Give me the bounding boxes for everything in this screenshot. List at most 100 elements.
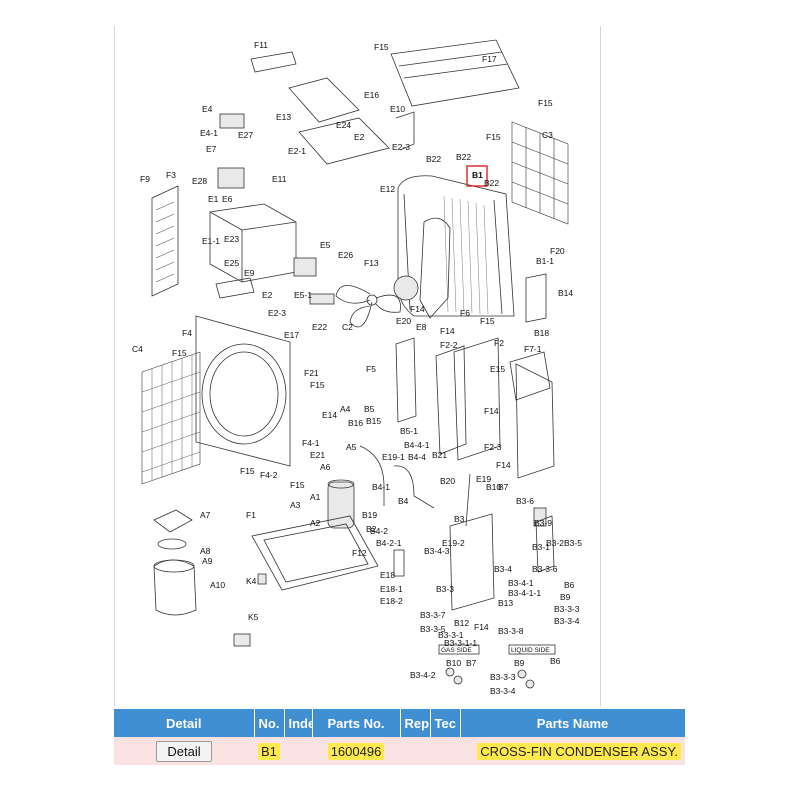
part-callout-e14: E14 bbox=[322, 410, 337, 420]
part-callout-b4-1: B4-1 bbox=[372, 482, 390, 492]
part-callout-b12: B12 bbox=[454, 618, 469, 628]
part-gas-side-valve bbox=[445, 667, 463, 685]
part-f7-1 bbox=[509, 351, 551, 401]
part-callout-b7: B7 bbox=[498, 482, 509, 492]
part-callout-b10: B10 bbox=[446, 658, 461, 668]
part-callout-f17: F17 bbox=[482, 54, 497, 64]
col-header-parts-no: Parts No. bbox=[312, 709, 401, 737]
part-callout-b3-1: B3-1 bbox=[532, 542, 550, 552]
part-f2 bbox=[453, 337, 501, 461]
part-f17 bbox=[390, 39, 520, 107]
part-callout-f5: F5 bbox=[366, 364, 376, 374]
part-callout-e10: E10 bbox=[390, 104, 405, 114]
part-callout-b3-3: B3-3 bbox=[436, 584, 454, 594]
part-callout-b3-6: B3-6 bbox=[516, 496, 534, 506]
part-callout-f21: F21 bbox=[304, 368, 319, 378]
part-callout-f2-2: F2-2 bbox=[440, 340, 458, 350]
part-callout-e13: E13 bbox=[276, 112, 291, 122]
part-callout-b14: B14 bbox=[558, 288, 573, 298]
part-callout-b3-3-7: B3-3-7 bbox=[420, 610, 446, 620]
part-callout-b3-4-2: B3-4-2 bbox=[410, 670, 436, 680]
part-e27 bbox=[217, 167, 245, 189]
part-callout-b15: B15 bbox=[366, 416, 381, 426]
part-callout-f7-1: F7-1 bbox=[524, 344, 542, 354]
part-a8 bbox=[157, 538, 187, 550]
part-callout-e12: E12 bbox=[380, 184, 395, 194]
part-callout-f4-2: F4-2 bbox=[260, 470, 278, 480]
liquid-side-caption: LIQUID SIDE bbox=[511, 647, 550, 654]
part-callout-f2: F2 bbox=[494, 338, 504, 348]
part-callout-e21: E21 bbox=[310, 450, 325, 460]
detail-button[interactable]: Detail bbox=[156, 740, 212, 762]
part-callout-e2: E2 bbox=[262, 290, 273, 300]
part-callout-b4-4-1: B4-4-1 bbox=[404, 440, 430, 450]
part-callout-e16: E16 bbox=[364, 90, 379, 100]
part-callout-f20: F20 bbox=[550, 246, 565, 256]
part-callout-c3: C3 bbox=[542, 130, 553, 140]
gas-side-caption: GAS SIDE bbox=[441, 647, 472, 654]
part-callout-e20: E20 bbox=[396, 316, 411, 326]
part-callout-b3-3-4: B3-3-4 bbox=[490, 686, 516, 696]
part-e22 bbox=[309, 293, 335, 305]
part-callout-a4: A4 bbox=[340, 404, 351, 414]
part-no-highlight: B1 bbox=[258, 742, 280, 760]
part-k5 bbox=[233, 633, 251, 647]
part-callout-b4: B4 bbox=[398, 496, 409, 506]
part-callout-b3-3-4: B3-3-4 bbox=[554, 616, 580, 626]
part-callout-f11: F11 bbox=[254, 40, 268, 50]
part-callout-e2: E2 bbox=[354, 132, 365, 142]
part-c2-fan bbox=[335, 285, 401, 328]
part-callout-e1-1: E1-1 bbox=[202, 236, 220, 246]
part-callout-a6: A6 bbox=[320, 462, 331, 472]
part-f6 bbox=[419, 217, 451, 319]
cell-no: B1 bbox=[254, 737, 284, 765]
part-callout-e2-3: E2-3 bbox=[268, 308, 286, 318]
part-callout-e18-1: E18-1 bbox=[380, 584, 403, 594]
part-f3 bbox=[151, 185, 179, 297]
cell-parts-no: 1600496 bbox=[312, 737, 400, 765]
part-callout-b20: B20 bbox=[440, 476, 455, 486]
parts-number-highlight: 1600496 bbox=[327, 742, 385, 760]
part-f7 bbox=[515, 363, 555, 479]
part-callout-e2-1: E2-1 bbox=[288, 146, 306, 156]
part-callout-e26: E26 bbox=[338, 250, 353, 260]
part-a1-compressor bbox=[327, 479, 355, 529]
part-callout-f15: F15 bbox=[290, 480, 305, 490]
part-callout-e8: E8 bbox=[416, 322, 427, 332]
part-callout-e28: E28 bbox=[192, 176, 207, 186]
part-callout-c4: C4 bbox=[132, 344, 143, 354]
col-header-parts-name: Parts Name bbox=[460, 709, 686, 737]
part-callout-b4-2-1: B4-2-1 bbox=[376, 538, 402, 548]
part-callout-b3-3-3: B3-3-3 bbox=[490, 672, 516, 682]
part-e18 bbox=[393, 549, 405, 577]
part-callout-b3-3-1-1: B3-3-1-1 bbox=[444, 638, 477, 648]
part-callout-a9: A9 bbox=[202, 556, 213, 566]
part-callout-e7: E7 bbox=[206, 144, 217, 154]
part-a7 bbox=[153, 509, 193, 533]
part-callout-b7: B7 bbox=[466, 658, 477, 668]
part-callout-a1: A1 bbox=[310, 492, 321, 502]
cell-index bbox=[284, 737, 312, 765]
part-callout-b1: B1 bbox=[472, 170, 483, 180]
part-callout-e19-1: E19-1 bbox=[382, 452, 405, 462]
part-callout-a3: A3 bbox=[290, 500, 301, 510]
part-callout-f12: F12 bbox=[352, 548, 367, 558]
part-callout-f15: F15 bbox=[374, 42, 389, 52]
col-header-tec: Tec bbox=[430, 709, 461, 737]
part-callout-b3-2: B3-2 bbox=[546, 538, 564, 548]
part-callout-e18-2: E18-2 bbox=[380, 596, 403, 606]
diagram-canvas: GAS SIDE LIQUID SIDE F11F15F17F15E16E10E… bbox=[132, 39, 582, 696]
part-callout-e19: E19 bbox=[476, 474, 491, 484]
part-callout-e9: E9 bbox=[244, 268, 255, 278]
cell-tec bbox=[430, 737, 460, 765]
part-callout-e4-1: E4-1 bbox=[200, 128, 218, 138]
part-callout-b10: B10 bbox=[486, 482, 501, 492]
part-a10-jacket bbox=[153, 559, 197, 616]
part-callout-b3-3-5: B3-3-5 bbox=[420, 624, 446, 634]
col-header-no: No. bbox=[254, 709, 285, 737]
cell-rep bbox=[400, 737, 430, 765]
part-f4 bbox=[195, 315, 291, 467]
part-e10 bbox=[395, 111, 415, 151]
part-callout-f14: F14 bbox=[440, 326, 455, 336]
part-callout-b3-4: B3-4 bbox=[494, 564, 512, 574]
